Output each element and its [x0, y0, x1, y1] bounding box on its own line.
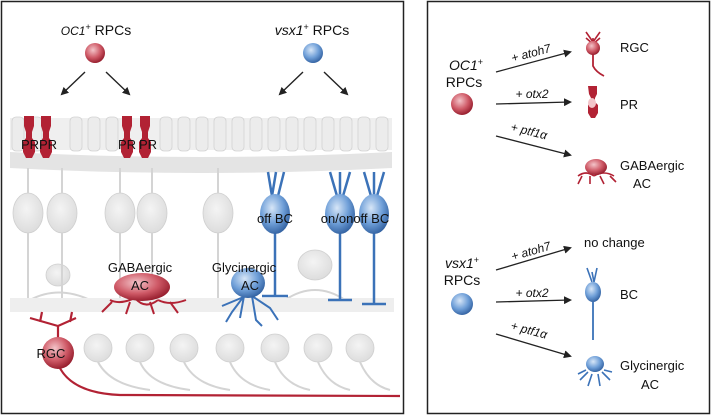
gray-cell-processes [27, 168, 346, 301]
vsx1-atoh7-arrow [495, 245, 572, 271]
rgc-label: RGC [37, 346, 66, 361]
glycinergic-ac-label-line1: Glycinergic [212, 260, 277, 275]
result-bc-label: BC [620, 287, 638, 302]
result-rgc-label: RGC [620, 40, 649, 55]
gabaergic-ac-soma [114, 273, 170, 301]
right-vsx1-label-line1: vsx1+ [445, 255, 479, 271]
result-glycinergic-label-line1: Glycinergic [620, 358, 685, 373]
left-panel: OC1+ RPCs vsx1+ RPCs [10, 22, 401, 398]
blue-onoff-bipolar-1 [328, 171, 352, 302]
oc1-progenitor-cell [85, 43, 105, 63]
result-gabaergic-label-line2: AC [633, 176, 651, 191]
glycinergic-ac-label-line2: AC [241, 278, 259, 293]
glycinergic-ac-processes [221, 295, 279, 327]
gray-axons [97, 361, 391, 391]
oc1-ptf1a-arrow [495, 135, 572, 158]
pr-cell-2 [40, 116, 52, 158]
oc1-rpc-label: OC1+ RPCs [61, 22, 131, 38]
pr-cell-3 [121, 116, 133, 158]
vsx1-rpc-label: vsx1+ RPCs [275, 22, 350, 38]
right-oc1-label-line2: RPCs [446, 74, 483, 90]
result-pr-label: PR [620, 97, 638, 112]
oc1-otx2-factor: + otx2 [515, 87, 548, 101]
red-photoreceptors [23, 116, 151, 158]
result-bc-cell [585, 267, 601, 340]
result-no-change-label: no change [584, 235, 645, 250]
glycinergic-ac-soma [231, 268, 265, 298]
off-bc-label: off BC [257, 211, 293, 226]
pr-label-1: PR [21, 137, 39, 152]
gabaergic-ac-label-line2: AC [131, 278, 149, 293]
blue-off-bipolar [262, 171, 288, 298]
vsx1-otx2-arrow [495, 296, 572, 305]
right-panel-frame [426, 0, 711, 415]
oc1-atoh7-arrow [495, 49, 572, 73]
oc1-arrow-left [60, 71, 86, 96]
vsx1-ptf1a-arrow [495, 333, 572, 359]
blue-onoff-bipolar-2 [362, 171, 386, 306]
gray-bipolar-cells [12, 192, 333, 287]
vsx1-ptf1a-factor: + ptf1α [509, 319, 550, 342]
vsx1-arrow-left [278, 71, 304, 96]
oc1-atoh7-factor: + atoh7 [510, 41, 554, 65]
rgc-soma [42, 337, 74, 369]
right-oc1-label-line1: OC1+ [449, 57, 483, 73]
pr-label-2: PR [39, 137, 57, 152]
right-oc1-progenitor-cell [451, 93, 473, 115]
vsx1-arrow-right [323, 71, 349, 96]
onoff-bc-soma-2 [359, 194, 389, 234]
right-panel: OC1+ RPCs + atoh7 + otx2 + ptf1α RGC PR … [444, 31, 685, 392]
result-gabaergic-label-line1: GABAergic [620, 158, 685, 173]
oc1-ptf1a-factor: + ptf1α [509, 120, 550, 143]
right-vsx1-label-line2: RPCs [444, 272, 481, 288]
rgc-processes [29, 311, 401, 398]
result-glycinergic-cell [577, 356, 613, 387]
pr-cell-1 [23, 116, 35, 158]
gabaergic-ac-label-line1: GABAergic [108, 260, 173, 275]
left-panel-frame [0, 0, 405, 415]
onoff-bc-soma-1 [325, 194, 355, 234]
result-pr-cell [588, 86, 598, 118]
vsx1-progenitor-cell [303, 43, 323, 63]
pr-cell-4 [139, 116, 151, 158]
oc1-otx2-arrow [495, 98, 572, 107]
result-gabaergic-cell [577, 159, 617, 185]
photoreceptor-layer [10, 116, 392, 173]
pr-label-4: PR [139, 137, 157, 152]
result-glycinergic-label-line2: AC [641, 377, 659, 392]
result-rgc-cell [585, 31, 605, 77]
onoff-bc-label: on/onoff BC [321, 211, 389, 226]
gray-ganglion-cells [83, 333, 375, 363]
pr-label-3: PR [118, 137, 136, 152]
vsx1-otx2-factor: + otx2 [515, 286, 548, 300]
off-bc-soma [260, 194, 290, 234]
right-vsx1-progenitor-cell [451, 293, 473, 315]
oc1-arrow-right [105, 71, 131, 96]
